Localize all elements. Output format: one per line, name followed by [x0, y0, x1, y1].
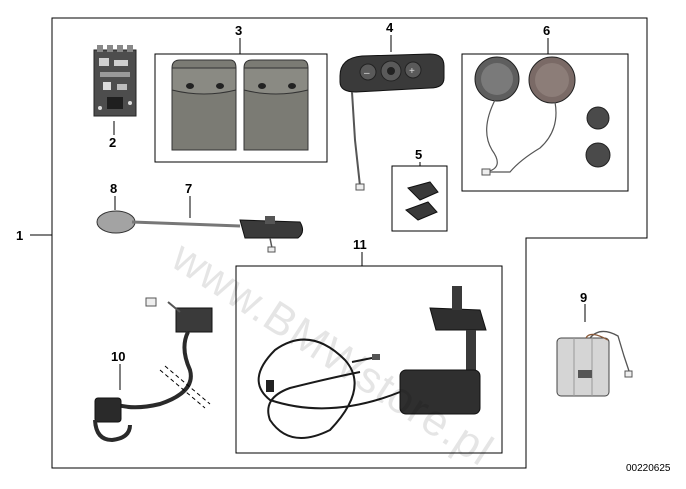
callout-5: 5	[415, 147, 423, 162]
charger-part	[257, 286, 487, 439]
callout-10: 10	[111, 349, 126, 364]
callout-1: 1	[16, 228, 24, 243]
battery-part	[556, 330, 633, 397]
svg-text:–: –	[364, 68, 370, 79]
control-unit-part: – +	[339, 53, 445, 191]
callout-11: 11	[353, 237, 367, 252]
frame-6	[461, 53, 629, 192]
circuit-board-part	[93, 45, 137, 117]
speakers-part	[474, 56, 611, 176]
callout-8: 8	[110, 181, 118, 196]
callout-6: 6	[543, 23, 551, 38]
callout-3: 3	[235, 23, 243, 38]
microphone-boom-part	[131, 216, 304, 253]
callout-9: 9	[580, 290, 588, 305]
frame-11	[235, 265, 503, 454]
callout-7: 7	[185, 181, 193, 196]
svg-text:+: +	[409, 66, 415, 77]
microphone-foam-part	[96, 210, 136, 234]
frame-3	[154, 53, 328, 163]
storage-pouches-part	[171, 59, 309, 151]
kit-outline	[51, 17, 648, 469]
callout-2: 2	[109, 135, 117, 150]
reference-code: 00220625	[626, 463, 671, 474]
pads-part	[405, 181, 439, 221]
callout-4: 4	[386, 20, 394, 35]
power-cable-part	[93, 297, 213, 443]
